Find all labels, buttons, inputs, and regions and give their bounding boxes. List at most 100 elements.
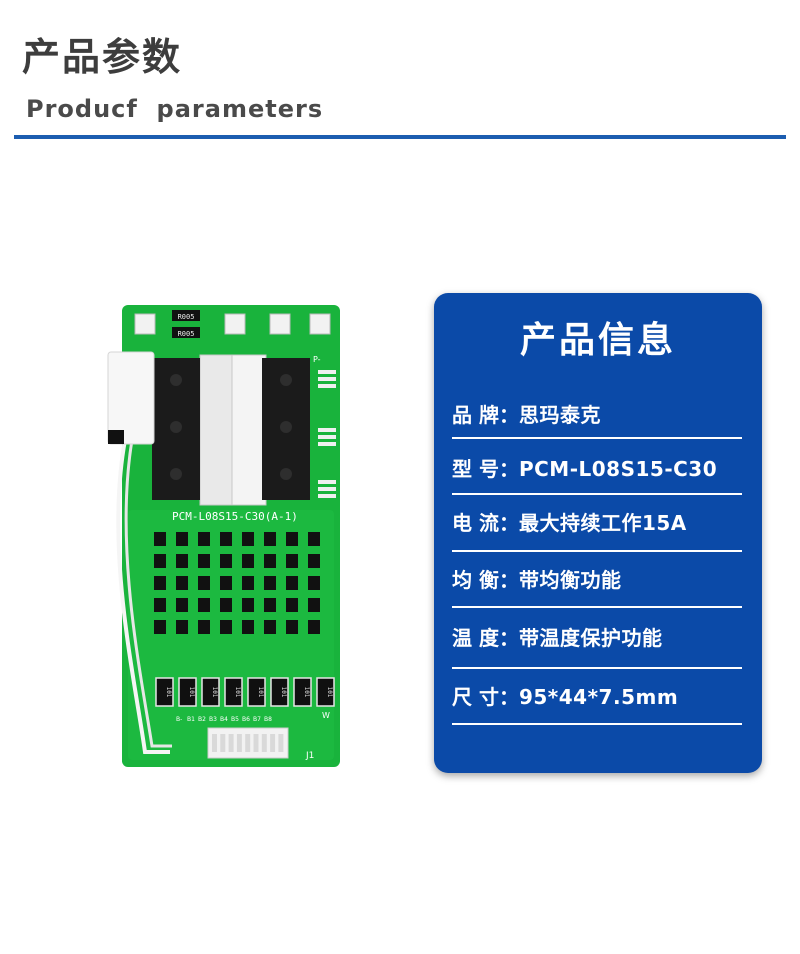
side-pin — [318, 428, 336, 432]
ic-chip — [264, 554, 276, 568]
mosfet-hole — [170, 468, 182, 480]
ic-chip — [308, 620, 320, 634]
ntc-wire-2 — [124, 439, 172, 748]
side-pin — [318, 370, 336, 374]
pad-2 — [224, 313, 246, 335]
ic-chip — [308, 532, 320, 546]
info-row-brand: 品 牌：思玛泰克 — [452, 395, 742, 435]
p-minus-label: P- — [313, 355, 321, 364]
ic-chip — [242, 554, 254, 568]
ntc-sensor-tip — [108, 430, 124, 444]
balance-resistor — [178, 677, 197, 707]
ic-chip — [154, 532, 166, 546]
balance-resistor-code: 101 — [188, 687, 195, 698]
ic-chip — [264, 620, 276, 634]
info-row-size: 尺 寸：95*44*7.5mm — [452, 677, 742, 717]
balance-resistor — [201, 677, 220, 707]
pcb-board-svg: R005 R005 P- PCM-L08S15-C30(A-1) 101 101 1… — [107, 305, 340, 767]
mosfet-hole — [280, 468, 292, 480]
pad-4 — [309, 313, 331, 335]
connector-slot — [245, 734, 251, 752]
pin-label: B1 — [187, 716, 195, 723]
ic-chip — [220, 598, 232, 612]
side-pin — [318, 435, 336, 439]
ic-chip — [154, 554, 166, 568]
ic-chip — [242, 532, 254, 546]
model-silkscreen: PCM-L08S15-C30(A-1) — [172, 510, 298, 523]
ic-chip — [286, 554, 298, 568]
ic-chip — [242, 598, 254, 612]
balance-resistor — [270, 677, 289, 707]
title-divider — [14, 135, 786, 139]
balance-resistor — [293, 677, 312, 707]
row-divider-3 — [452, 550, 742, 552]
balance-resistor-code: 101 — [303, 687, 310, 698]
ic-chip — [198, 532, 210, 546]
ic-chip — [286, 598, 298, 612]
mosfet-hole — [280, 374, 292, 386]
mosfet-group — [152, 358, 310, 500]
side-pin — [318, 480, 336, 484]
row-divider-2 — [452, 493, 742, 495]
shunt-resistor-1 — [172, 310, 200, 321]
side-pin — [318, 487, 336, 491]
ic-chip — [308, 598, 320, 612]
temperature-label: 温 度： — [452, 626, 519, 650]
ic-chip — [308, 554, 320, 568]
balance-resistor-code: 101 — [257, 687, 264, 698]
ic-chip — [286, 532, 298, 546]
w-label: W — [322, 711, 330, 720]
ic-chip — [154, 576, 166, 590]
connector-slot — [253, 734, 259, 752]
connector-label: J1 — [305, 751, 314, 761]
ic-chip — [176, 554, 188, 568]
side-pin — [318, 384, 336, 388]
pad-3 — [269, 313, 291, 335]
page-title-cn: 产品参数 — [22, 35, 183, 79]
balance-label: 均 衡： — [452, 568, 519, 592]
ic-chip — [286, 620, 298, 634]
card-title: 产品信息 — [519, 320, 676, 361]
ic-chip — [220, 576, 232, 590]
balance-resistor — [316, 677, 335, 707]
balance-resistor-code: 101 — [165, 687, 172, 698]
ic-chip — [220, 620, 232, 634]
size-label: 尺 寸： — [452, 685, 519, 709]
balance-resistor — [247, 677, 266, 707]
brand-value: 思玛泰克 — [518, 403, 601, 427]
mosfet-hole — [170, 374, 182, 386]
connector-slot-group — [212, 734, 284, 752]
connector-slot — [278, 734, 284, 752]
ic-chip — [242, 576, 254, 590]
ic-chip — [198, 598, 210, 612]
ic-chip — [154, 620, 166, 634]
shunt-resistor-2 — [172, 327, 200, 338]
ic-chip — [220, 532, 232, 546]
side-pin — [318, 494, 336, 498]
side-pin — [318, 377, 336, 381]
side-pin — [318, 442, 336, 446]
row-divider-1 — [452, 437, 742, 439]
balance-resistor — [155, 677, 174, 707]
product-info-card: 产品信息 品 牌：思玛泰克 型 号：PCM-L08S15-C30 电 流：最大持… — [434, 293, 762, 773]
balance-resistor-code: 101 — [211, 687, 218, 698]
ic-chip — [198, 554, 210, 568]
shunt-resistor-2-code: R005 — [178, 330, 195, 338]
size-value: 95*44*7.5mm — [518, 685, 679, 709]
info-row-model: 型 号：PCM-L08S15-C30 — [452, 449, 742, 489]
ic-chip — [154, 598, 166, 612]
mosfet-hole — [170, 421, 182, 433]
connector-slot — [220, 734, 226, 752]
heatsink-right — [231, 354, 267, 506]
ic-chip — [176, 576, 188, 590]
pcb-board-image: R005 R005 P- PCM-L08S15-C30(A-1) 101 101 1… — [100, 300, 350, 770]
shunt-resistor-1-code: R005 — [178, 313, 195, 321]
pin-label: B5 — [231, 716, 239, 723]
temperature-value: 带温度保护功能 — [518, 626, 663, 650]
ic-chip — [264, 576, 276, 590]
ntc-wire — [116, 439, 170, 754]
model-label: 型 号： — [452, 457, 519, 481]
model-value: PCM-L08S15-C30 — [518, 457, 718, 481]
ic-chip — [176, 620, 188, 634]
